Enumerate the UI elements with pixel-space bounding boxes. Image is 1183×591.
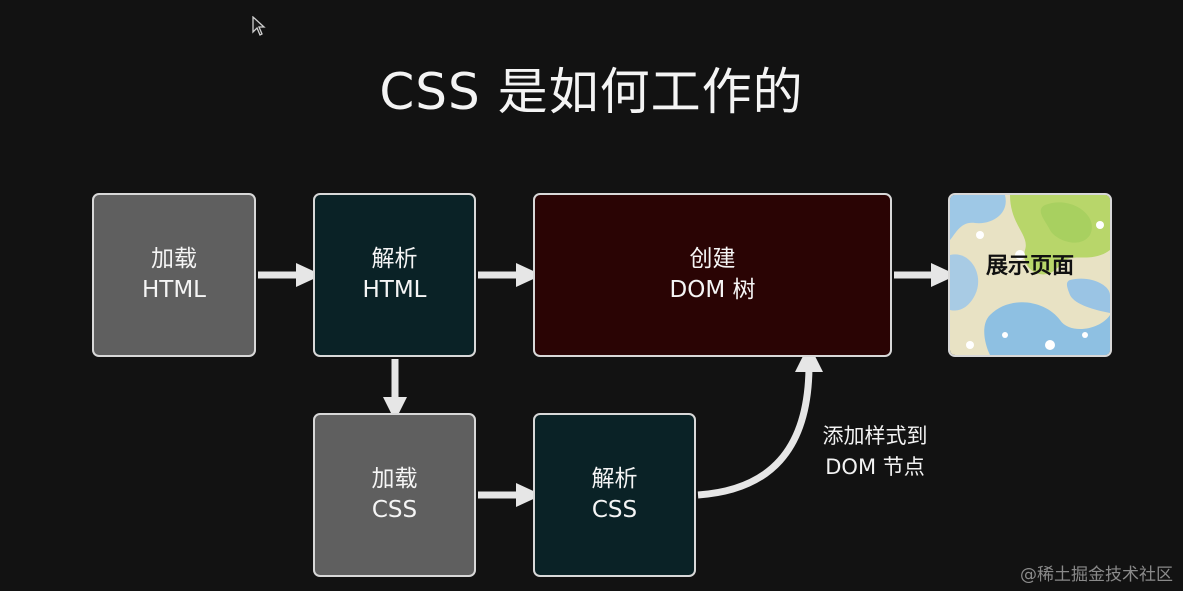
arrowhead: [795, 344, 823, 372]
node-load-css-line2: CSS: [371, 497, 418, 523]
node-create-dom-line2: DOM 树: [669, 277, 756, 303]
watermark: @稀土掘金技术社区: [1020, 565, 1173, 585]
node-parse-css-line1: 解析: [591, 466, 638, 492]
node-parse-html-line1: 解析: [371, 246, 418, 272]
node-parse-css-line2: CSS: [591, 497, 638, 523]
edge-label-line2: DOM 节点: [825, 455, 925, 479]
edge-label-line1: 添加样式到: [822, 424, 928, 448]
node-load-css-line1: 加载: [371, 466, 418, 492]
arrow-parse-css-to-create-dom: [697, 367, 813, 499]
arrowhead: [516, 483, 542, 507]
abstract-pattern-image: [950, 195, 1110, 355]
node-parse-html-line2: HTML: [362, 277, 427, 303]
slide-title: CSS 是如何工作的: [379, 63, 804, 121]
arrowhead: [516, 263, 542, 287]
node-create-dom-line1: 创建: [689, 246, 736, 272]
edge-label-add-styles: 添加样式到 DOM 节点: [800, 421, 950, 483]
mouse-cursor-icon: [252, 15, 266, 40]
node-load-html-line1: 加载: [151, 246, 197, 272]
node-load-html-line2: HTML: [141, 277, 206, 303]
node-parse-html: 解析 HTML: [313, 193, 476, 357]
arrowhead: [931, 263, 957, 287]
node-load-css: 加载 CSS: [313, 413, 476, 577]
node-show-page: 展示页面: [948, 193, 1112, 357]
arrowhead: [383, 397, 407, 421]
node-load-html: 加载 HTML: [92, 193, 256, 357]
node-parse-css: 解析 CSS: [533, 413, 696, 577]
arrowhead: [296, 263, 322, 287]
node-show-page-label: 展示页面: [985, 253, 1074, 279]
node-create-dom-tree: 创建 DOM 树: [533, 193, 892, 357]
